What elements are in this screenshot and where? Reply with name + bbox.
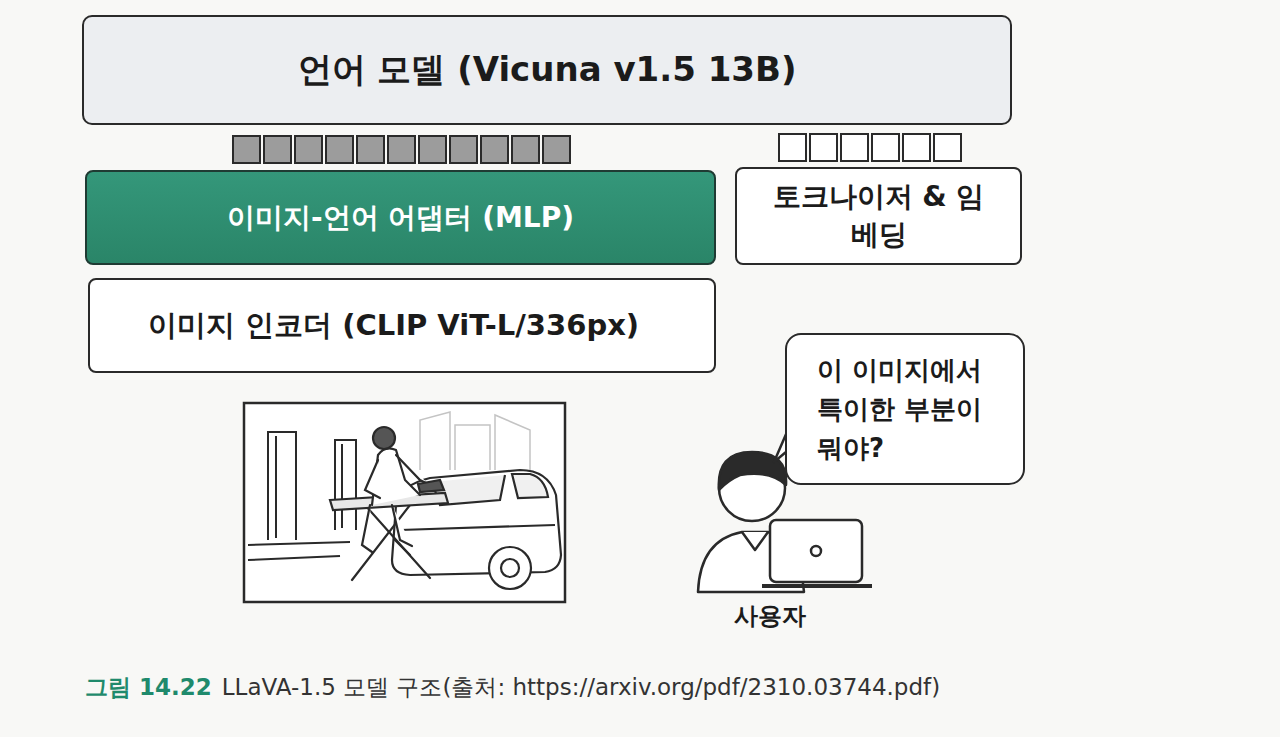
tokenizer-box: 토크나이저 & 임베딩 <box>735 167 1022 265</box>
text-tokens <box>779 134 961 161</box>
text-group: 이미지 인코더 (CLIP ViT-L/336px) <box>148 306 690 346</box>
text-group: 이 이미지에서 특이한 부분이 뭐야? <box>817 351 1001 468</box>
encoder-box: 이미지 인코더 (CLIP ViT-L/336px) <box>88 278 716 373</box>
van <box>392 470 561 589</box>
input-image <box>244 403 565 602</box>
node-text: 이미지 인코더 (CLIP ViT-L/336px) <box>148 306 690 346</box>
node-text: 언어 모델 (Vicuna v1.5 13B) <box>108 47 986 93</box>
ironing-man <box>330 427 448 580</box>
user-label: 사용자 <box>734 600 806 632</box>
text-group: 이미지-언어 어댑터 (MLP) <box>111 199 690 237</box>
figure-number: 그림 14.22 <box>85 672 212 703</box>
caption-text: LLaVA-1.5 모델 구조(출처: https://arxiv.org/pd… <box>222 672 940 703</box>
language-model-box: 언어 모델 (Vicuna v1.5 13B) <box>82 15 1012 125</box>
node-text: 이 이미지에서 특이한 부분이 뭐야? <box>817 351 1001 468</box>
adapter-box: 이미지-언어 어댑터 (MLP) <box>85 170 716 265</box>
speech-bubble: 이 이미지에서 특이한 부분이 뭐야? <box>785 333 1025 485</box>
node-text: 이미지-언어 어댑터 (MLP) <box>111 199 690 237</box>
visual-tokens <box>233 136 570 163</box>
text-group: 언어 모델 (Vicuna v1.5 13B) <box>108 47 986 93</box>
node-text: 토크나이저 & 임베딩 <box>767 178 990 254</box>
text-group: 토크나이저 & 임베딩 <box>767 178 990 254</box>
caption-row: 그림 14.22 LLaVA-1.5 모델 구조(출처: https://arxi… <box>85 672 940 703</box>
